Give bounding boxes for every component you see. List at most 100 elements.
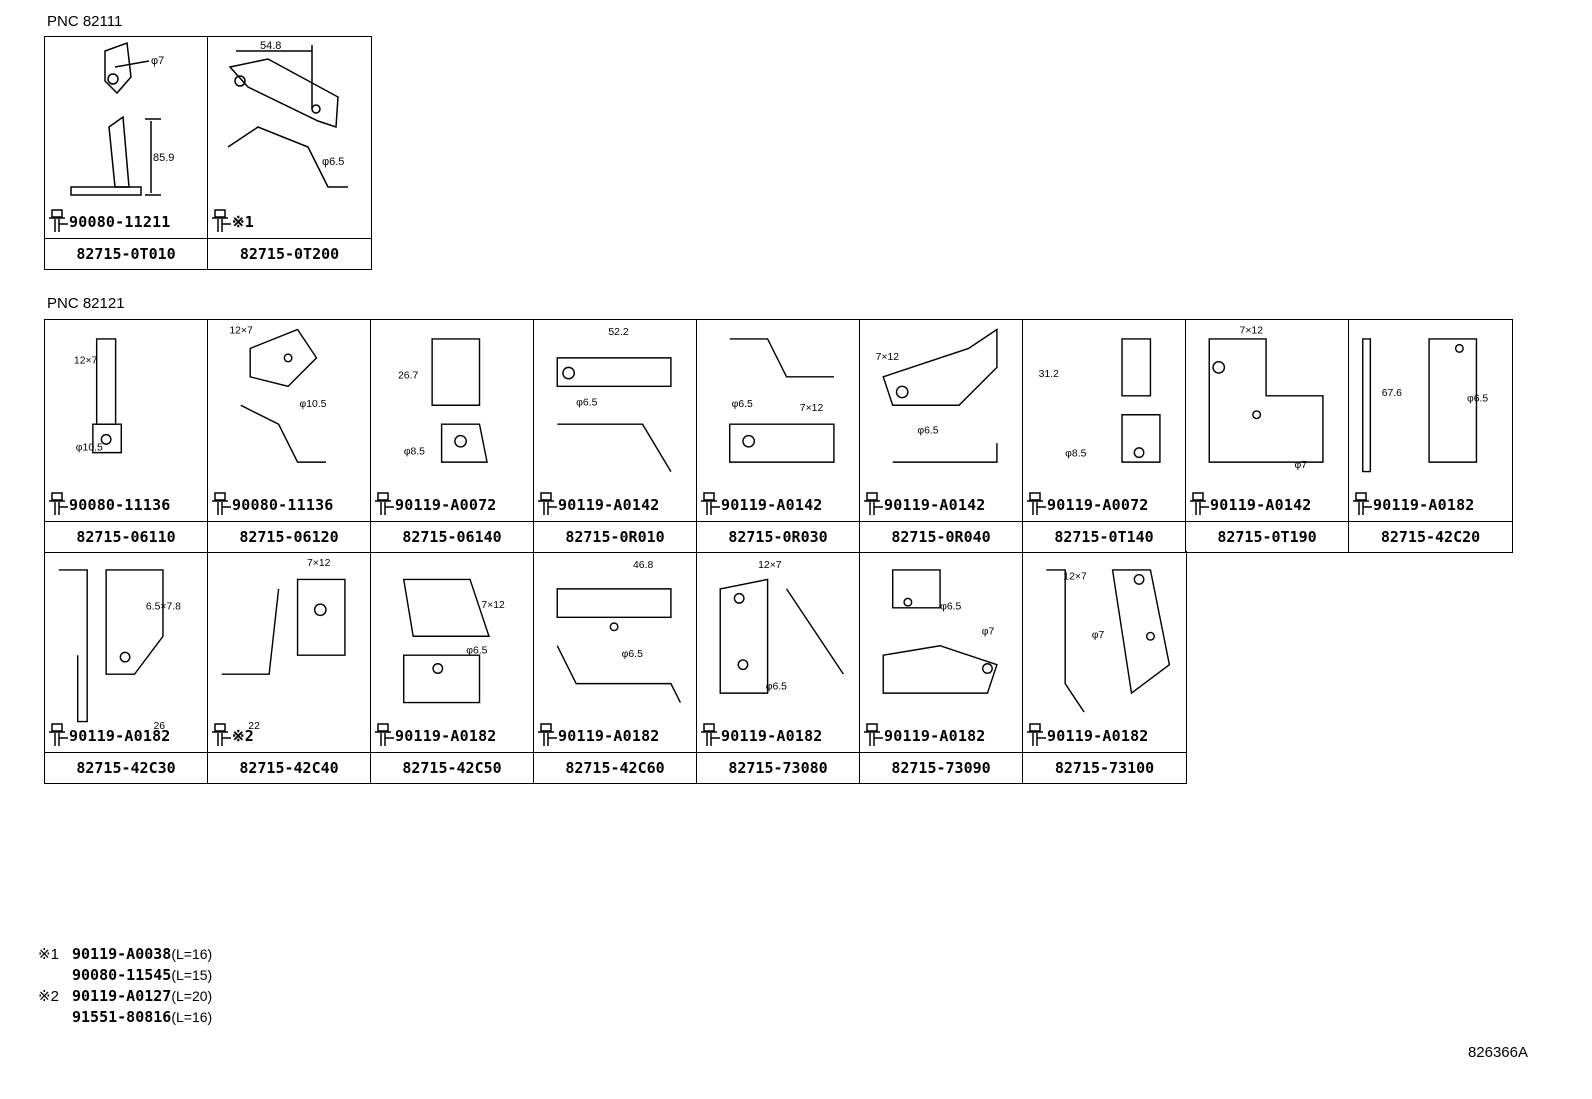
part-cell[interactable]: φ7 85.9 90080-11211 82715-0T010 (45, 37, 208, 269)
bolt-icon (49, 492, 68, 515)
dimension-label: 26.7 (398, 371, 418, 382)
dimension-label: 12×7 (758, 560, 782, 571)
note-part-number: 90119-A0127 (72, 987, 172, 1005)
dimension-label: 7×12 (481, 600, 505, 611)
bracket-illustration: 54.8 φ6.5 (227, 40, 348, 188)
part-number[interactable]: 82715-73090 (860, 752, 1022, 783)
part-number[interactable]: 82715-42C60 (534, 752, 696, 783)
part-number[interactable]: 82715-73080 (697, 752, 859, 783)
part-grid-82111: φ7 85.9 90080-11211 82715-0T010 54.8 φ6.… (44, 36, 372, 270)
bolt-icon (538, 492, 557, 515)
note-length: (L=16) (171, 946, 213, 962)
dimension-label: 54.8 (260, 40, 281, 52)
part-number[interactable]: 82715-42C30 (45, 752, 207, 783)
note-part-number: 90080-11545 (72, 966, 172, 984)
bolt-part-number: ※2 (232, 727, 254, 745)
bolt-part-number: 90119-A0182 (1047, 727, 1149, 745)
bolt-icon (212, 492, 231, 515)
part-number[interactable]: 82715-06140 (371, 521, 533, 552)
part-number[interactable]: 82715-42C50 (371, 752, 533, 783)
note-mark: ※2 (38, 988, 59, 1005)
bolt-part-number: 90080-11136 (69, 496, 171, 514)
dimension-label: 46.8 (633, 560, 653, 571)
part-number[interactable]: 82715-42C40 (208, 752, 370, 783)
pnc-title: PNC 82121 (47, 295, 125, 312)
part-number[interactable]: 82715-0R030 (697, 521, 859, 552)
bolt-part-number: 90119-A0182 (1373, 496, 1475, 514)
pnc-title: PNC 82111 (47, 13, 123, 30)
dimension-label: 26 (154, 721, 166, 731)
part-number[interactable]: 82715-06110 (45, 521, 207, 552)
part-cell[interactable]: φ6.5 φ7 90119-A0182 82715-73090 (860, 551, 1023, 783)
bolt-icon (212, 723, 231, 746)
bracket-illustration: 6.5×7.8 26 (58, 569, 181, 731)
bolt-icon (49, 723, 68, 746)
bolt-icon (1027, 723, 1046, 746)
dimension-label: φ6.5 (466, 645, 487, 656)
bracket-illustration: 12×7 φ10.5 (74, 338, 122, 454)
part-number[interactable]: 82715-0T010 (45, 238, 207, 269)
part-cell[interactable]: 52.2 φ6.5 90119-A0142 82715-0R010 (534, 320, 697, 552)
part-number[interactable]: 82715-0R010 (534, 521, 696, 552)
dimension-label: φ7 (982, 626, 995, 637)
dimension-label: φ6.5 (576, 397, 597, 408)
dimension-label: φ6.5 (322, 156, 344, 168)
dimension-label: 12×7 (74, 356, 98, 367)
part-number[interactable]: 82715-0T190 (1186, 521, 1348, 552)
part-number[interactable]: 82715-0T200 (208, 238, 371, 269)
bolt-icon (375, 492, 394, 515)
bolt-icon (701, 723, 720, 746)
dimension-label: φ6.5 (940, 602, 961, 613)
bracket-illustration: φ7 85.9 (70, 41, 174, 196)
dimension-label: 67.6 (1382, 388, 1402, 399)
dimension-label: 12×7 (1063, 571, 1087, 582)
bracket-illustration: 26.7φ8.5 (398, 338, 488, 463)
dimension-label: 6.5×7.8 (146, 602, 181, 613)
note-part-number: 91551-80816 (72, 1008, 172, 1026)
dimension-label: 85.9 (153, 152, 174, 164)
part-cell[interactable]: 12×7 φ10.5 90080-11136 82715-06110 (45, 320, 208, 552)
bolt-note-row: 91551-80816(L=16) (38, 1007, 212, 1028)
dimension-label: 52.2 (608, 327, 628, 338)
note-mark: ※1 (38, 946, 59, 963)
dimension-label: φ8.5 (1065, 448, 1086, 459)
bolt-icon (49, 209, 68, 232)
bolt-icon (701, 492, 720, 515)
part-number[interactable]: 82715-06120 (208, 521, 370, 552)
bolt-icon (1353, 492, 1372, 515)
bolt-icon (864, 723, 883, 746)
part-number[interactable]: 82715-42C20 (1349, 521, 1512, 552)
part-number[interactable]: 82715-0R040 (860, 521, 1022, 552)
part-cell[interactable]: 54.8 φ6.5 ※1 82715-0T200 (208, 37, 371, 269)
bolt-part-number: 90119-A0182 (884, 727, 986, 745)
bracket-illustration: 31.2φ8.5 (1039, 338, 1161, 463)
bolt-part-number: ※1 (232, 213, 254, 231)
part-number[interactable]: 82715-73100 (1023, 752, 1186, 783)
dimension-label: φ10.5 (76, 443, 103, 454)
bolt-icon (538, 723, 557, 746)
part-number[interactable]: 82715-0T140 (1023, 521, 1185, 552)
bolt-part-number: 90119-A0142 (558, 496, 660, 514)
note-part-number: 90119-A0038 (72, 945, 172, 963)
bolt-icon (1190, 492, 1209, 515)
bracket-illustration: 67.6φ6.5 (1362, 338, 1488, 473)
bolt-icon (1027, 492, 1046, 515)
